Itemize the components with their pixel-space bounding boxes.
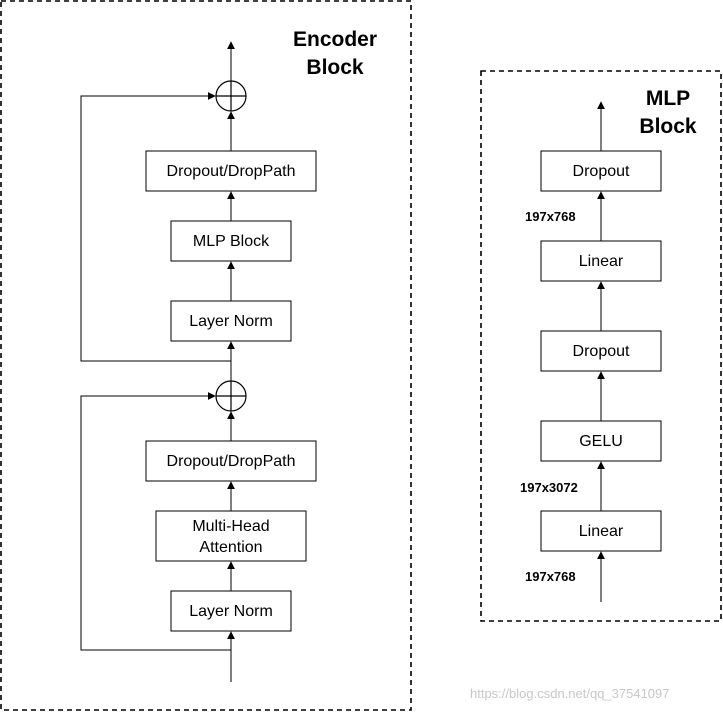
mlp-linear-bottom-label: Linear: [579, 523, 624, 540]
mlp-dropout-top: Dropout: [540, 150, 662, 192]
mlp-block-panel: [480, 70, 722, 622]
encoder-dropout-bottom-label: Dropout/DropPath: [167, 453, 296, 470]
encoder-mha-label-line1: Multi-Head: [192, 518, 269, 535]
mlp-dropout-mid-label: Dropout: [573, 343, 630, 360]
mlp-title-line2: Block: [639, 115, 697, 138]
encoder-layer-norm-top-label: Layer Norm: [189, 313, 273, 330]
mlp-dim-label-mid: 197x3072: [520, 480, 578, 495]
encoder-block-panel: [0, 0, 412, 711]
mlp-linear-bottom: Linear: [540, 510, 662, 552]
mlp-gelu-label: GELU: [579, 433, 623, 450]
mlp-linear-top: Linear: [540, 240, 662, 282]
encoder-dropout-top-label: Dropout/DropPath: [167, 163, 296, 180]
residual-connection-top: [80, 92, 231, 362]
mlp-dim-label-top: 197x768: [525, 209, 576, 224]
encoder-title-line1: Encoder: [293, 28, 377, 51]
encoder-mha-label-line2: Attention: [199, 539, 262, 556]
encoder-mlp-block-label: MLP Block: [193, 233, 270, 250]
mlp-dropout-mid: Dropout: [540, 330, 662, 372]
encoder-mlp-block: MLP Block: [170, 220, 292, 262]
encoder-dropout-droppath-top: Dropout/DropPath: [145, 150, 317, 192]
mlp-title-line1: MLP: [646, 87, 690, 110]
add-node-top: [215, 80, 247, 112]
watermark: https://blog.csdn.net/qq_37541097: [470, 686, 670, 701]
encoder-multi-head-attention: Multi-Head Attention: [155, 510, 307, 562]
encoder-layer-norm-top: Layer Norm: [170, 300, 292, 342]
encoder-title-line2: Block: [306, 56, 364, 79]
encoder-layer-norm-bottom-label: Layer Norm: [189, 603, 273, 620]
add-node-bottom: [215, 380, 247, 412]
residual-connection-bottom: [80, 392, 231, 651]
encoder-dropout-droppath-bottom: Dropout/DropPath: [145, 440, 317, 482]
encoder-layer-norm-bottom: Layer Norm: [170, 590, 292, 632]
mlp-gelu: GELU: [540, 420, 662, 462]
mlp-dim-label-bottom: 197x768: [525, 569, 576, 584]
mlp-linear-top-label: Linear: [579, 253, 624, 270]
mlp-dropout-top-label: Dropout: [573, 163, 630, 180]
